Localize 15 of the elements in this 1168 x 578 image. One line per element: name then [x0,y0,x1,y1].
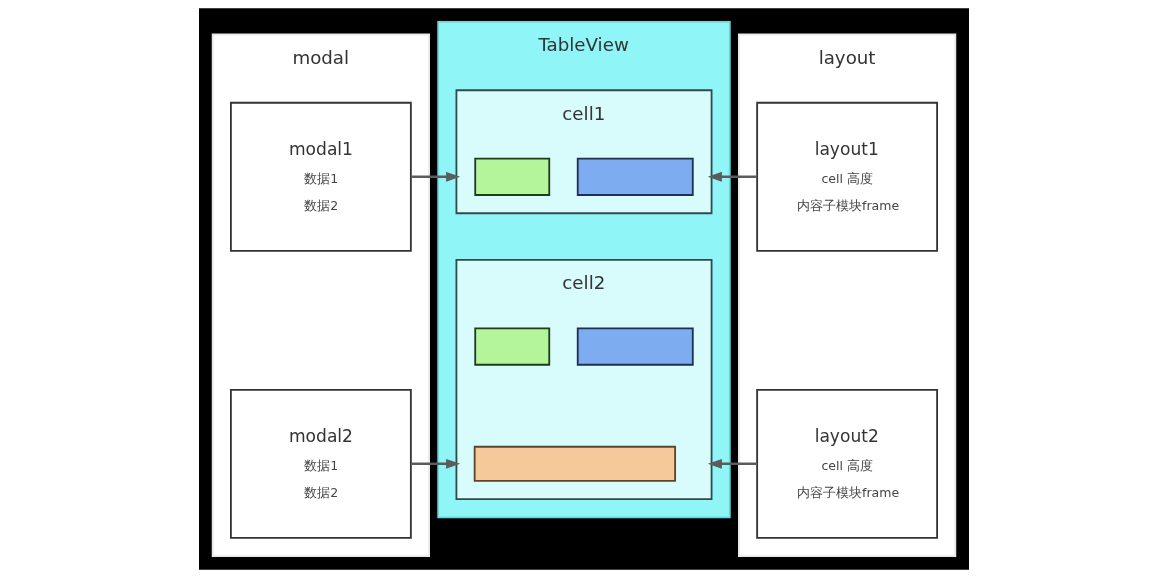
cluster: cell2 [455,259,713,501]
node-box [473,445,677,482]
arrow [707,171,757,182]
node-box [474,157,551,196]
node-box [474,327,551,366]
node-box: modal1 数据1 数据2 [230,101,412,252]
node-box: layout1 cell 高度 内容子模块frame [756,101,938,252]
arrow [707,458,757,469]
cluster: cell1 [455,89,713,215]
node-box [576,327,694,366]
node-box: modal2 数据1 数据2 [230,388,412,539]
node-box: layout2 cell 高度 内容子模块frame [756,388,938,539]
node-box [576,157,694,196]
arrow [411,458,461,469]
arrow [410,171,461,182]
